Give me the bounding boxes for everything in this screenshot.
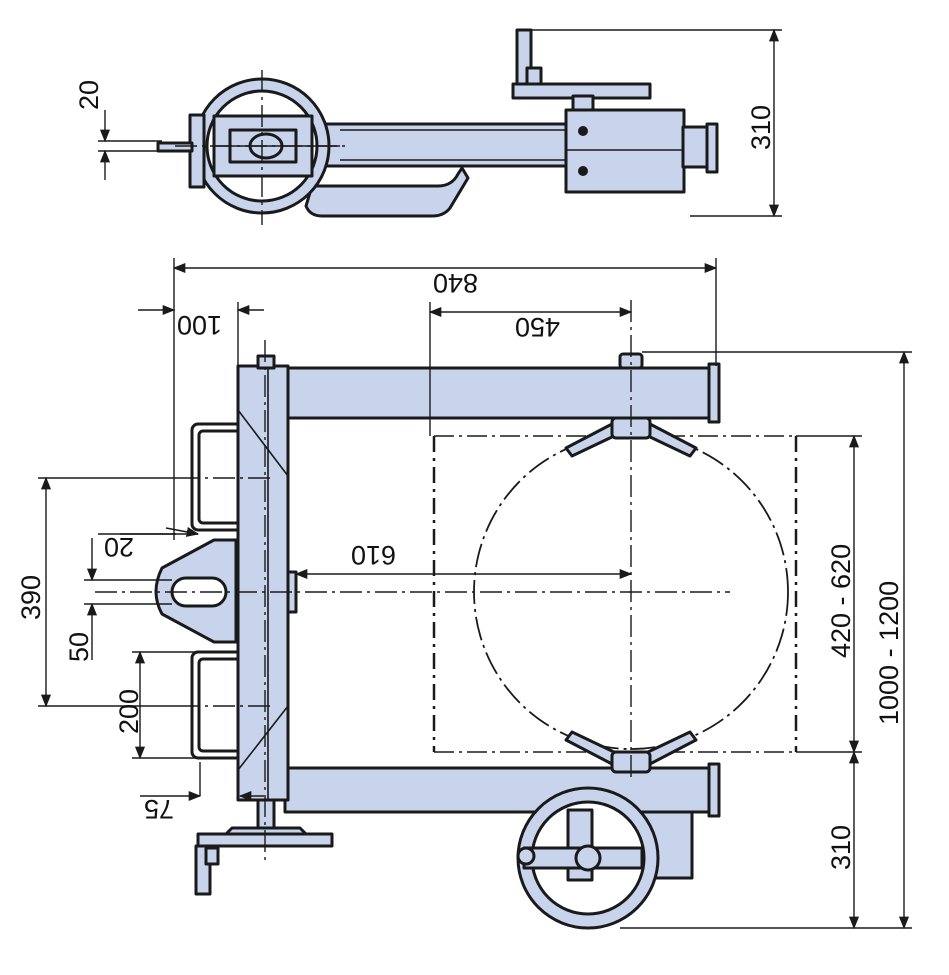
upper-grip-handle (190, 422, 244, 532)
dim-610: 610 (294, 540, 633, 580)
dim-200: 200 (114, 650, 198, 760)
dim-label-100: 100 (177, 310, 222, 340)
dim-label-450: 450 (515, 312, 560, 342)
dim-50: 50 (64, 538, 172, 662)
dim-100: 100 (138, 302, 264, 366)
dim-75: 75 (140, 762, 264, 824)
dim-label-20-top: 20 (74, 80, 104, 110)
upper-clamp-jaw (564, 352, 698, 458)
dim-label-390: 390 (16, 575, 46, 620)
dim-label-310-bottom: 310 (826, 825, 856, 870)
dim-label-50: 50 (64, 632, 94, 662)
dim-label-840: 840 (433, 268, 478, 298)
upper-arm (283, 362, 721, 424)
dim-label-310-top: 310 (746, 105, 776, 150)
lower-arm (283, 762, 721, 818)
dim-390: 390 (16, 476, 178, 708)
dim-20-top: 20 (74, 80, 162, 180)
side-end-flange (681, 122, 719, 174)
side-gearbox (564, 108, 686, 194)
dim-310-top: 310 (530, 28, 782, 218)
bottom-crank (194, 798, 334, 896)
tow-hitch (154, 538, 238, 644)
dim-1000-1200: 1000 - 1200 (620, 350, 912, 930)
dim-label-75: 75 (144, 794, 174, 824)
dim-label-200: 200 (114, 689, 144, 734)
plan-wheel (516, 786, 694, 930)
dim-label-20-hitch: 20 (104, 532, 134, 562)
dim-label-1000-1200: 1000 - 1200 (874, 581, 904, 725)
plan-view: 840 450 100 610 420 - 620 (16, 258, 912, 930)
side-main-beam (298, 122, 570, 168)
dim-450: 450 (428, 302, 633, 436)
main-post (236, 354, 298, 802)
side-push-bar (304, 166, 470, 218)
dim-420-620: 420 - 620 (796, 434, 862, 754)
side-crank-handle (511, 28, 652, 112)
dim-310-bottom: 310 (826, 750, 860, 930)
dim-label-610: 610 (351, 540, 396, 570)
dim-label-420-620: 420 - 620 (826, 544, 856, 658)
lower-grip-handle (190, 650, 244, 760)
dim-20-hitch: 20 (98, 526, 200, 562)
side-view: 20 310 (74, 28, 782, 225)
